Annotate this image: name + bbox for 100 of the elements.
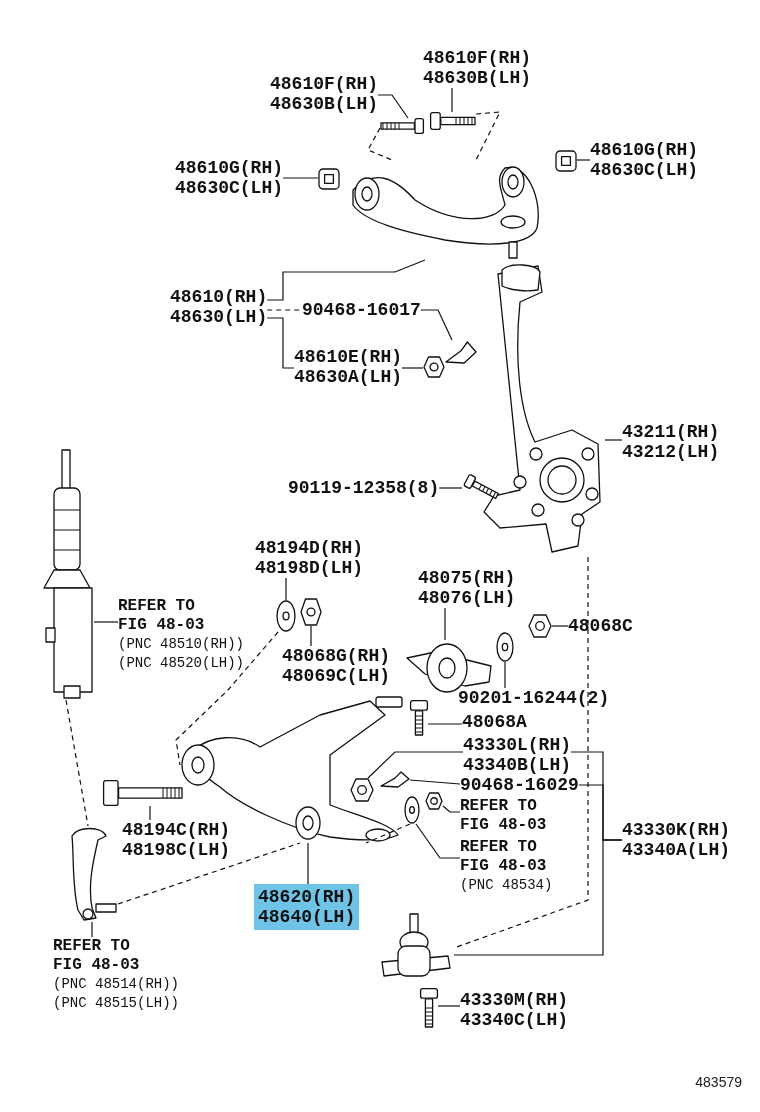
reference-note: FIG 48-03	[53, 956, 140, 975]
assembly-line	[175, 631, 279, 766]
part-number: 48610E(RH)	[294, 347, 403, 367]
reference-note: REFER TO	[460, 797, 537, 816]
part-number: 90468-16029	[460, 775, 579, 795]
part-number: 43330K(RH)	[622, 820, 731, 840]
part-number: 48630B(LH)	[423, 68, 532, 88]
leader-line	[438, 487, 463, 489]
part-number: 48630C(LH)	[590, 160, 699, 180]
reference-note: (PNC 48520(LH))	[118, 654, 245, 673]
part-number: 48630C(LH)	[175, 178, 284, 198]
assembly-line	[365, 823, 411, 844]
part-number: 90119-12358(8)	[288, 478, 440, 498]
assembly-line	[117, 842, 301, 905]
part-number: 90201-16244(2)	[458, 688, 610, 708]
leader-line	[444, 607, 446, 641]
assembly-line	[65, 699, 89, 827]
reference-note: FIG 48-03	[460, 816, 547, 835]
leader-line	[307, 842, 309, 885]
part-number: 90468-16017	[302, 300, 421, 320]
part-number: 43330L(RH)	[463, 735, 572, 755]
part-number: 48068A	[462, 712, 527, 732]
part-number: 48194D(RH)	[255, 538, 364, 558]
leader-line	[377, 94, 409, 119]
bushing-drawing	[318, 168, 340, 190]
leader-line	[415, 823, 461, 859]
bolt-drawing	[420, 988, 438, 1028]
reference-note: REFER TO	[118, 597, 195, 616]
clip-drawing	[380, 770, 410, 788]
part-number: 43330M(RH)	[460, 990, 569, 1010]
part-number: 48610(RH)	[170, 287, 268, 307]
part-number: 48640(LH)	[258, 907, 356, 927]
part-number: 48610F(RH)	[423, 48, 532, 68]
leader-line	[93, 621, 119, 623]
part-number: 48069C(LH)	[282, 666, 391, 686]
nut-drawing	[423, 356, 445, 378]
reference-note: (PNC 48515(LH))	[53, 994, 180, 1013]
reference-note: FIG 48-03	[460, 857, 547, 876]
leader-line	[282, 177, 319, 179]
part-number: 48610F(RH)	[270, 74, 379, 94]
leader-line	[427, 723, 463, 725]
clip-drawing	[445, 340, 477, 364]
leader-line	[576, 159, 591, 161]
part-number: 43340B(LH)	[463, 755, 572, 775]
leader-line	[266, 317, 295, 369]
bolt-drawing	[380, 118, 424, 134]
part-number: 48068G(RH)	[282, 646, 391, 666]
part-number: 48194C(RH)	[122, 820, 231, 840]
assembly-line	[475, 111, 501, 161]
part-number: 48630B(LH)	[270, 94, 379, 114]
figure-number: 483579	[695, 1074, 742, 1090]
nut-drawing	[300, 598, 322, 626]
reference-note: (PNC 48514(RH))	[53, 975, 180, 994]
part-number: 48610G(RH)	[590, 140, 699, 160]
leader-line	[91, 921, 93, 938]
bolt-drawing	[410, 700, 428, 736]
leader-line	[409, 779, 461, 785]
leader-line	[453, 839, 623, 956]
part-number: 48630(LH)	[170, 307, 268, 327]
leader-line	[451, 87, 453, 113]
leader-line	[149, 805, 151, 821]
leader-line	[401, 367, 424, 369]
leader-line	[285, 577, 287, 601]
part-number: 48076(LH)	[418, 588, 516, 608]
part-number: 43340A(LH)	[622, 840, 731, 860]
nut-drawing	[528, 614, 552, 638]
bolt-drawing	[462, 476, 502, 500]
leader-line	[367, 751, 464, 779]
nut-drawing	[350, 778, 374, 802]
leader-line	[504, 661, 506, 689]
reference-note: REFER TO	[53, 937, 130, 956]
leader-line	[442, 805, 461, 813]
washer-drawing	[404, 796, 420, 824]
highlight-box	[254, 884, 360, 930]
part-number: 43211(RH)	[622, 422, 720, 442]
part-number: 48068C	[568, 616, 633, 636]
washer-drawing	[276, 600, 296, 632]
washer-drawing	[496, 632, 514, 662]
bushing-drawing	[555, 150, 577, 172]
leader-line	[437, 1005, 461, 1007]
bolt-drawing	[103, 780, 183, 806]
leader-line	[604, 439, 623, 441]
reference-note: (PNC 48510(RH))	[118, 635, 245, 654]
part-number: 48620(RH)	[258, 887, 356, 907]
leader-line	[420, 309, 453, 341]
assembly-line	[367, 127, 393, 161]
reference-note: REFER TO	[460, 838, 537, 857]
nut-drawing	[425, 792, 443, 810]
leader-line	[551, 625, 569, 627]
part-number: 48198D(LH)	[255, 558, 364, 578]
part-number: 43340C(LH)	[460, 1010, 569, 1030]
reference-note: (PNC 48534)	[460, 876, 553, 895]
leader-line	[310, 625, 312, 647]
part-number: 48075(RH)	[418, 568, 516, 588]
part-number: 43212(LH)	[622, 442, 720, 462]
part-number: 48610G(RH)	[175, 158, 284, 178]
part-number: 48198C(LH)	[122, 840, 231, 860]
part-number: 48630A(LH)	[294, 367, 403, 387]
leader-line	[266, 259, 426, 301]
bolt-drawing	[430, 112, 476, 130]
